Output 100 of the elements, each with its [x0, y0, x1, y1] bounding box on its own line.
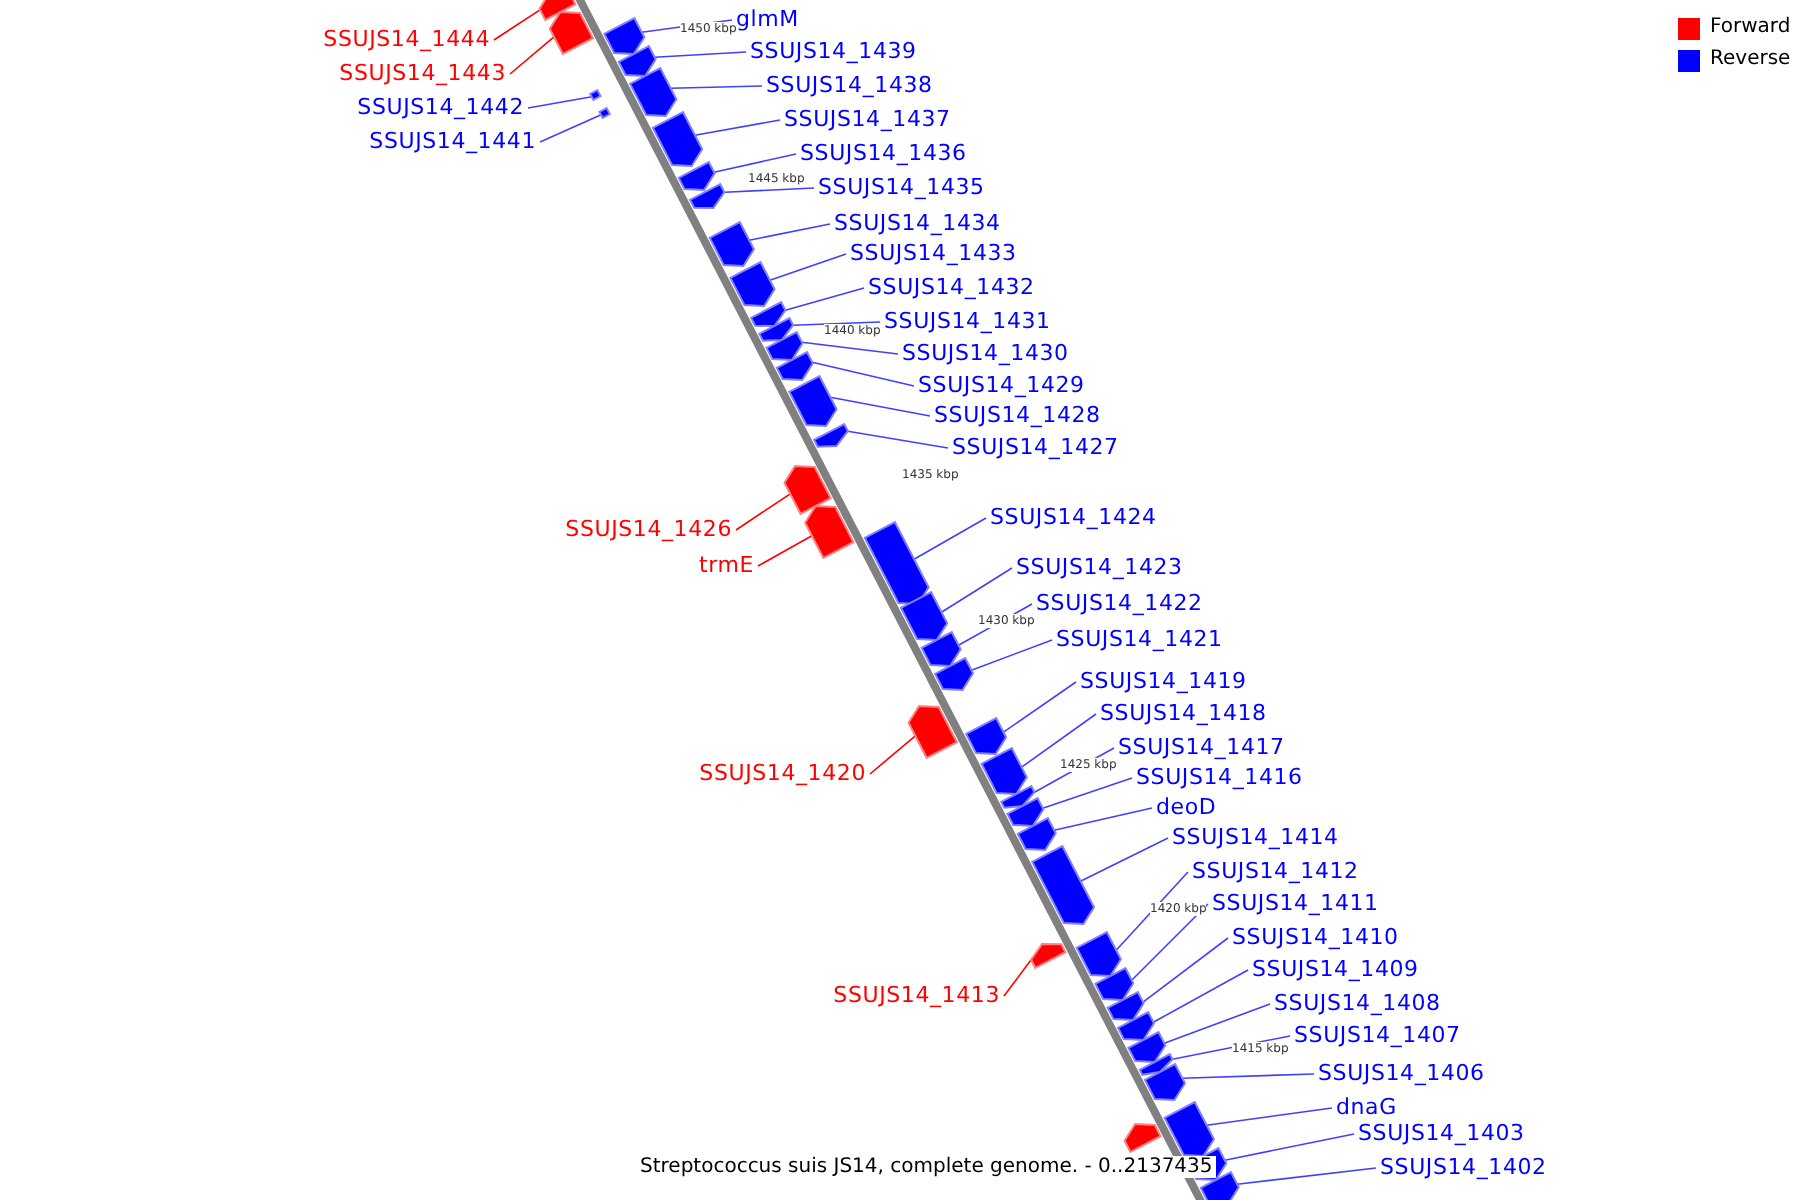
- leader-line: [1152, 969, 1249, 1023]
- leader-line: [1003, 959, 1032, 997]
- gene-label: dnaG: [1336, 1094, 1397, 1120]
- leader-line: [539, 114, 602, 143]
- gene-label: SSUJS14_1433: [850, 240, 1017, 266]
- gene-label: SSUJS14_1442: [357, 94, 524, 120]
- leader-line: [847, 430, 949, 449]
- leader-line: [694, 119, 781, 136]
- leader-line: [1163, 1003, 1271, 1044]
- gene-label: SSUJS14_1408: [1274, 990, 1441, 1016]
- gene-label: SSUJS14_1443: [339, 60, 506, 86]
- leader-line: [970, 639, 1053, 671]
- gene-block: [1016, 816, 1057, 852]
- leader-line: [792, 321, 881, 326]
- gene-label: SSUJS14_1410: [1232, 924, 1399, 950]
- gene-block: [907, 704, 959, 760]
- gene-block: [1006, 796, 1045, 828]
- gene-label: SSUJS14_1428: [934, 402, 1101, 428]
- gene-label: SSUJS14_1431: [884, 308, 1051, 334]
- gene-label: deoD: [1156, 794, 1217, 820]
- leader-line: [1236, 1167, 1377, 1185]
- leader-line: [1002, 681, 1077, 733]
- gene-label: SSUJS14_1429: [918, 372, 1085, 398]
- gene-label: SSUJS14_1437: [784, 106, 951, 132]
- leader-line: [1130, 903, 1209, 981]
- leader-line: [1020, 713, 1097, 768]
- gene-block: [933, 656, 975, 692]
- gene-block: [628, 66, 678, 118]
- gene-block: [1030, 844, 1096, 926]
- gene-label: SSUJS14_1412: [1192, 858, 1359, 884]
- gene-block: [1029, 943, 1067, 970]
- leader-line: [769, 253, 847, 281]
- legend-label: Forward: [1710, 16, 1791, 38]
- leader-line: [811, 361, 915, 387]
- leader-line: [527, 96, 593, 109]
- gene-block: [602, 16, 646, 56]
- gene-block: [783, 464, 833, 516]
- leader-line: [1205, 1107, 1333, 1126]
- gene-label: SSUJS14_1435: [818, 174, 985, 200]
- leader-line: [509, 36, 555, 75]
- leader-line: [723, 187, 815, 193]
- gene-block: [1093, 966, 1135, 1002]
- gene-label: SSUJS14_1409: [1252, 956, 1419, 982]
- gene-label: SSUJS14_1403: [1358, 1120, 1525, 1146]
- leader-line: [829, 396, 931, 417]
- legend-label: Reverse: [1710, 48, 1791, 70]
- leader-line: [669, 85, 763, 89]
- gene-label: SSUJS14_1439: [750, 38, 917, 64]
- gene-label: SSUJS14_1402: [1380, 1154, 1547, 1180]
- gene-label: SSUJS14_1419: [1080, 668, 1247, 694]
- caption: Streptococcus suis JS14, complete genome. - 0..2137435: [636, 1156, 1217, 1178]
- gene-label: SSUJS14_1421: [1056, 626, 1223, 652]
- gene-label: SSUJS14_1414: [1172, 824, 1339, 850]
- gene-label: SSUJS14_1407: [1294, 1022, 1461, 1048]
- leader-line: [1181, 1073, 1315, 1079]
- leader-line: [1223, 1133, 1355, 1161]
- leader-line: [735, 493, 792, 531]
- gene-label: SSUJS14_1411: [1212, 890, 1379, 916]
- gene-label: SSUJS14_1432: [868, 274, 1035, 300]
- gene-label: SSUJS14_1423: [1016, 554, 1183, 580]
- leader-line: [493, 9, 541, 41]
- leader-line: [784, 287, 865, 311]
- gene-label: SSUJS14_1417: [1118, 734, 1285, 760]
- gene-block: [999, 784, 1036, 809]
- gene-label: SSUJS14_1430: [902, 340, 1069, 366]
- gene-label: SSUJS14_1406: [1318, 1060, 1485, 1086]
- leader-line: [913, 517, 987, 560]
- leader-line: [1142, 937, 1229, 1003]
- gene-block: [688, 182, 726, 209]
- gene-label: SSUJS14_1416: [1136, 764, 1303, 790]
- gene-block: [964, 716, 1008, 756]
- gene-label: SSUJS14_1418: [1100, 700, 1267, 726]
- gene-block: [1199, 1170, 1240, 1200]
- gene-block: [1116, 1010, 1156, 1042]
- gene-block: [804, 504, 855, 560]
- leader-line: [757, 535, 813, 567]
- gene-block: [920, 630, 962, 668]
- gene-block: [775, 350, 814, 382]
- leader-line: [940, 567, 1013, 613]
- leader-line: [713, 153, 797, 173]
- gene-label: SSUJS14_1438: [766, 72, 933, 98]
- gene-block: [617, 44, 657, 78]
- gene-label: SSUJS14_1441: [369, 128, 536, 154]
- gene-label: SSUJS14_1444: [323, 26, 490, 52]
- gene-label: SSUJS14_1434: [834, 210, 1001, 236]
- gene-block: [1138, 1052, 1174, 1076]
- gene-label: SSUJS14_1424: [990, 504, 1157, 530]
- gene-block: [598, 106, 612, 120]
- gene-block: [1127, 1030, 1167, 1064]
- gene-label: SSUJS14_1422: [1036, 590, 1203, 616]
- leader-line: [1041, 777, 1133, 809]
- gene-block: [538, 0, 577, 22]
- gene-block: [1106, 990, 1145, 1022]
- leader-line: [801, 341, 899, 355]
- gene-block: [757, 316, 795, 342]
- leader-line: [869, 735, 917, 775]
- leader-line: [1079, 837, 1169, 882]
- gene-block: [749, 300, 787, 327]
- gene-label: SSUJS14_1420: [699, 760, 866, 786]
- gene-block: [899, 590, 949, 642]
